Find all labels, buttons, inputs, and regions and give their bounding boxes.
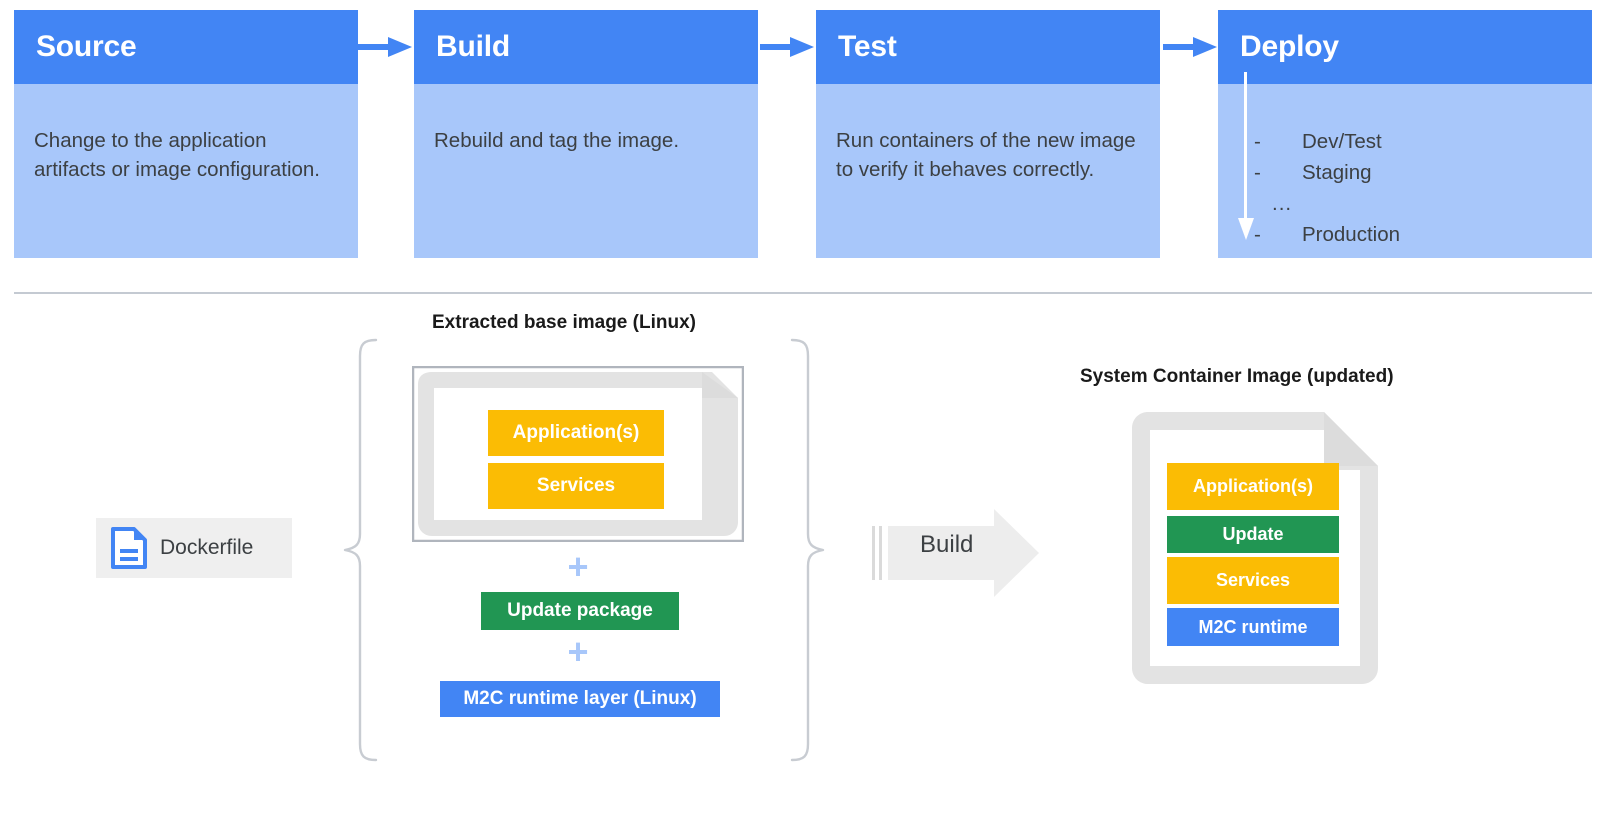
deploy-item-label-devtest: Dev/Test (1302, 130, 1382, 153)
stage-header-source: Source (14, 10, 358, 84)
deploy-item-label-ellipsis: ... (1272, 192, 1293, 215)
list-item: - Production (1254, 219, 1582, 250)
plus-icon-2: + (567, 631, 589, 672)
pipeline-stage-build: Build Rebuild and tag the image. (414, 10, 758, 258)
stage-title-test: Test (838, 30, 897, 63)
deploy-environment-list: - Dev/Test - Staging ... - Production (1254, 126, 1582, 250)
list-item: - Dev/Test (1254, 126, 1582, 157)
block-arrow-right-icon (872, 509, 1039, 597)
file-document-icon (111, 527, 147, 569)
deploy-item-label-production: Production (1302, 223, 1401, 246)
arrow-down-icon (1238, 72, 1254, 240)
layer-box-applications: Application(s) (488, 410, 664, 456)
stage-title-source: Source (36, 30, 137, 63)
stage-description-source: Change to the application artifacts or i… (34, 129, 320, 181)
arrow-right-icon-2 (760, 37, 814, 57)
result-layer-update: Update (1167, 516, 1339, 553)
layer-box-services: Services (488, 463, 664, 509)
curly-brace-right-icon (790, 338, 825, 762)
deploy-item-label-staging: Staging (1302, 161, 1372, 184)
stage-header-test: Test (816, 10, 1160, 84)
list-bullet-dash: - (1254, 161, 1261, 184)
section-divider (14, 292, 1592, 294)
stage-title-deploy: Deploy (1240, 30, 1339, 63)
result-layer-applications: Application(s) (1167, 463, 1339, 510)
stage-description-build: Rebuild and tag the image. (434, 129, 680, 152)
caption-extracted-base-image: Extracted base image (Linux) (432, 312, 696, 333)
stage-header-build: Build (414, 10, 758, 84)
pipeline-stage-test: Test Run containers of the new image to … (816, 10, 1160, 258)
list-item: - Staging (1254, 157, 1582, 188)
curly-brace-left-icon (343, 338, 378, 762)
dockerfile-chip[interactable]: Dockerfile (96, 518, 292, 578)
plus-icon-1: + (567, 546, 589, 587)
result-layer-services: Services (1167, 557, 1339, 604)
arrow-right-icon-1 (358, 37, 412, 57)
list-bullet-dash: - (1254, 223, 1261, 246)
layer-box-update-package: Update package (481, 592, 679, 630)
pipeline-stage-source: Source Change to the application artifac… (14, 10, 358, 258)
stage-description-test: Run containers of the new image to verif… (836, 129, 1136, 181)
stage-body-deploy: - Dev/Test - Staging ... - Production (1218, 84, 1592, 258)
list-bullet-dash: - (1254, 130, 1261, 153)
stage-body-test: Run containers of the new image to verif… (816, 84, 1160, 258)
arrow-right-icon-3 (1163, 37, 1217, 57)
pipeline-stage-deploy: Deploy - Dev/Test - Staging ... - Produc… (1218, 10, 1592, 258)
stage-body-build: Rebuild and tag the image. (414, 84, 758, 258)
list-item-ellipsis: ... (1254, 188, 1582, 219)
stage-title-build: Build (436, 30, 510, 63)
stage-header-deploy: Deploy (1218, 10, 1592, 84)
dockerfile-label: Dockerfile (160, 536, 254, 559)
layer-box-m2c-runtime-layer: M2C runtime layer (Linux) (440, 681, 720, 717)
caption-system-container-image: System Container Image (updated) (1080, 366, 1394, 387)
build-action-label: Build (920, 531, 974, 558)
stage-body-source: Change to the application artifacts or i… (14, 84, 358, 258)
result-layer-m2c-runtime: M2C runtime (1167, 608, 1339, 646)
